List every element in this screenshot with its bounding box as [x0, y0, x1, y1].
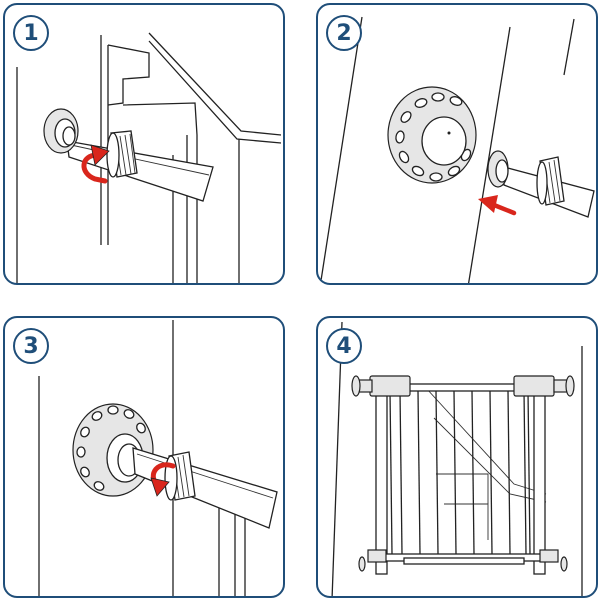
wall-cup	[72, 403, 154, 497]
step-3-panel: 3	[3, 316, 285, 598]
step-number-badge: 2	[326, 15, 362, 51]
step-1-illustration	[16, 32, 282, 283]
step-number-badge: 1	[13, 15, 49, 51]
step-3-illustration	[38, 320, 278, 596]
step-4-panel: 4	[316, 316, 598, 598]
step-number-badge: 3	[13, 328, 49, 364]
gate-bars	[389, 390, 531, 555]
step-number-badge: 4	[326, 328, 362, 364]
step-2-illustration	[319, 16, 595, 283]
rotate-arrow-icon	[81, 144, 110, 184]
step-4-illustration	[331, 321, 583, 596]
wall-cup	[387, 86, 477, 184]
step-2-panel: 2	[316, 3, 598, 285]
step-1-panel: 1	[3, 3, 285, 285]
push-arrow-icon	[478, 195, 517, 216]
rotate-arrow-icon	[150, 462, 176, 497]
